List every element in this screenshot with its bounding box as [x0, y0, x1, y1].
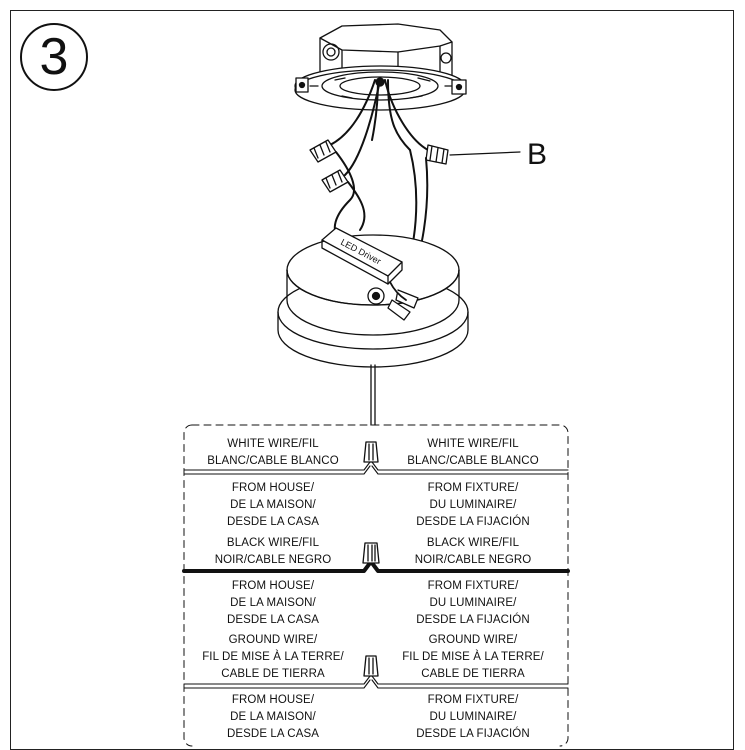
wire-nut-right — [425, 144, 449, 165]
callout-leader-line — [449, 151, 521, 156]
wire-entry-point — [375, 77, 385, 87]
black-wire-label-left: BLACK WIRE/FIL NOIR/CABLE NEGRO — [214, 537, 332, 566]
fixture-cord — [370, 364, 376, 426]
ground-wire-label-right: GROUND WIRE/ FIL DE MISE À LA TERRE/ CAB… — [402, 634, 544, 680]
wire-nut-left-lower — [321, 169, 349, 193]
ground-wire-nut — [363, 655, 379, 677]
black-wire-lines — [182, 561, 570, 573]
black-from-fixture-label: FROM FIXTURE/ DU LUMINAIRE/ DESDE LA FIJ… — [416, 580, 530, 626]
ground-from-fixture-label: FROM FIXTURE/ DU LUMINAIRE/ DESDE LA FIJ… — [416, 694, 530, 740]
black-wire-nut — [362, 542, 380, 564]
ground-wire-lines — [183, 675, 569, 689]
ground-from-house-label: FROM HOUSE/ DE LA MAISON/ DESDE LA CASA — [226, 694, 320, 740]
led-driver: LED Driver — [321, 227, 403, 285]
step-number-badge: 3 — [20, 23, 88, 91]
callout-label-b: B — [527, 138, 548, 171]
white-from-house-label: FROM HOUSE/ DE LA MAISON/ DESDE LA CASA — [226, 482, 320, 528]
white-from-fixture-label: FROM FIXTURE/ DU LUMINAIRE/ DESDE LA FIJ… — [416, 482, 530, 528]
white-wire-nut — [363, 441, 379, 463]
step-number: 3 — [39, 28, 69, 86]
ground-wire-label-left: GROUND WIRE/ FIL DE MISE À LA TERRE/ CAB… — [202, 634, 344, 680]
wiring-table-outline — [183, 424, 569, 747]
house-wires — [329, 79, 429, 176]
white-wire-lines — [183, 461, 569, 475]
fixture-canopy — [277, 234, 469, 368]
white-wire-label-right: WHITE WIRE/FIL BLANC/CABLE BLANCO — [407, 438, 539, 467]
canopy-connectors — [367, 281, 419, 321]
black-wire-label-right: BLACK WIRE/FIL NOIR/CABLE NEGRO — [414, 537, 532, 566]
black-from-house-label: FROM HOUSE/ DE LA MAISON/ DESDE LA CASA — [226, 580, 320, 626]
white-wire-label-left: WHITE WIRE/FIL BLANC/CABLE BLANCO — [207, 438, 339, 467]
mounting-plate — [294, 65, 467, 111]
